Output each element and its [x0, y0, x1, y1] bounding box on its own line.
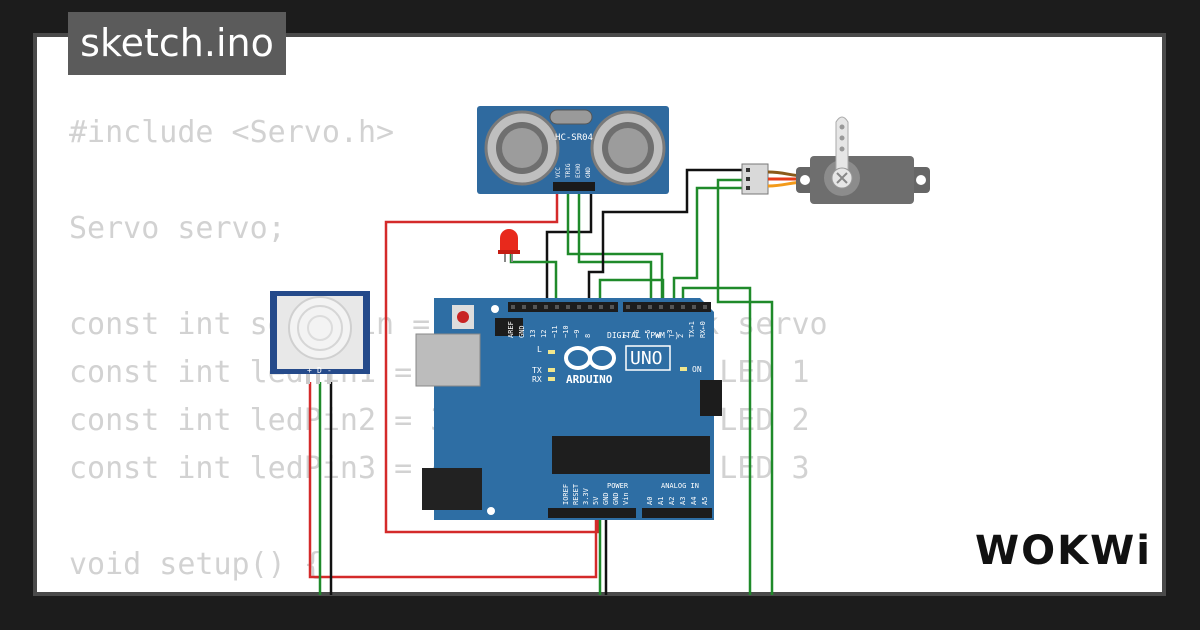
wire-led — [509, 252, 558, 302]
wire-servo-signal — [716, 178, 774, 595]
code-line: Servo servo; — [69, 211, 286, 246]
pir-pin-minus: - — [327, 366, 332, 375]
board-model: UNO — [630, 348, 663, 369]
rx-label: RX — [532, 375, 542, 384]
wire-vcc-5v — [384, 185, 600, 534]
wire-trig — [566, 185, 664, 302]
arduino-logo-icon — [564, 346, 616, 370]
pin-3: ~3 — [666, 330, 674, 338]
pin-a2: A2 — [668, 497, 676, 505]
wire-pir-plus — [308, 382, 598, 579]
digital-header-label: DIGITAL (PWM ~) — [607, 331, 679, 340]
pin-a1: A1 — [657, 497, 665, 505]
pin-tx1: TX→1 — [688, 321, 696, 338]
pin-7: 7 — [622, 334, 630, 338]
wire-servo-gnd — [587, 168, 742, 302]
red-led[interactable] — [498, 229, 520, 262]
wire-echo — [577, 185, 653, 302]
arduino-uno-board[interactable]: AREF GND 13 12 ~11 ~10 ~9 8 7 ~6 ~5 4 ~3… — [415, 298, 722, 520]
tx-label: TX — [532, 366, 542, 375]
pin-vin: Vin — [622, 492, 630, 505]
pir-pin-plus: + — [307, 366, 312, 375]
pin-label-echo: ECHO — [575, 163, 582, 178]
pin-3v3: 3.3V — [582, 487, 590, 505]
pin-a5: A5 — [701, 497, 709, 505]
pin-10: ~10 — [562, 325, 570, 338]
pin-13: 13 — [529, 330, 537, 338]
analog-header-label: ANALOG IN — [661, 482, 699, 490]
pin-rx0: RX←0 — [699, 321, 707, 338]
servo-motor[interactable] — [741, 116, 930, 204]
pin-6: ~6 — [633, 330, 641, 338]
pin-label-trig: TRIG — [565, 163, 572, 178]
wire-led-ground — [598, 278, 665, 302]
pin-label-vcc: VCC — [555, 167, 562, 178]
ultrasonic-model-label: HC-SR04 — [555, 133, 593, 143]
pir-pin-d: D — [317, 366, 322, 375]
ultrasonic-sensor[interactable]: HC-SR04 VCC TRIG ECHO GND — [477, 106, 669, 194]
code-line: void setup() { — [69, 547, 322, 582]
file-tab[interactable]: sketch.ino — [68, 12, 286, 75]
pin-gnd-1: GND — [602, 492, 610, 505]
pin-4: 4 — [655, 334, 663, 338]
pin-a3: A3 — [679, 497, 687, 505]
pin-12: 12 — [540, 330, 548, 338]
pin-a4: A4 — [690, 497, 698, 505]
pin-9: ~9 — [573, 330, 581, 338]
wokwi-logo: WOKWi — [975, 528, 1152, 574]
pin-2: 2 — [677, 334, 685, 338]
pin-gnd-top: GND — [518, 325, 526, 338]
pin-ioref: IOREF — [562, 484, 570, 505]
pin-gnd-2: GND — [612, 492, 620, 505]
pin-aref: AREF — [507, 321, 515, 338]
code-line: #include <Servo.h> — [69, 115, 395, 150]
board-brand: ARDUINO — [566, 373, 613, 386]
pin-a0: A0 — [646, 497, 654, 505]
led-l-label: L — [537, 345, 542, 354]
pin-reset: RESET — [572, 483, 580, 505]
pin-5v: 5V — [592, 496, 600, 505]
on-label: ON — [692, 365, 702, 374]
pin-11: ~11 — [551, 325, 559, 338]
wire-servo-power — [672, 186, 742, 302]
pin-label-gnd: GND — [585, 167, 592, 178]
wire-digital-bottom — [681, 286, 752, 595]
pin-8: 8 — [584, 334, 592, 338]
pir-sensor[interactable]: + D - — [270, 291, 370, 384]
pin-5: ~5 — [644, 330, 652, 338]
power-header-label: POWER — [607, 482, 629, 490]
